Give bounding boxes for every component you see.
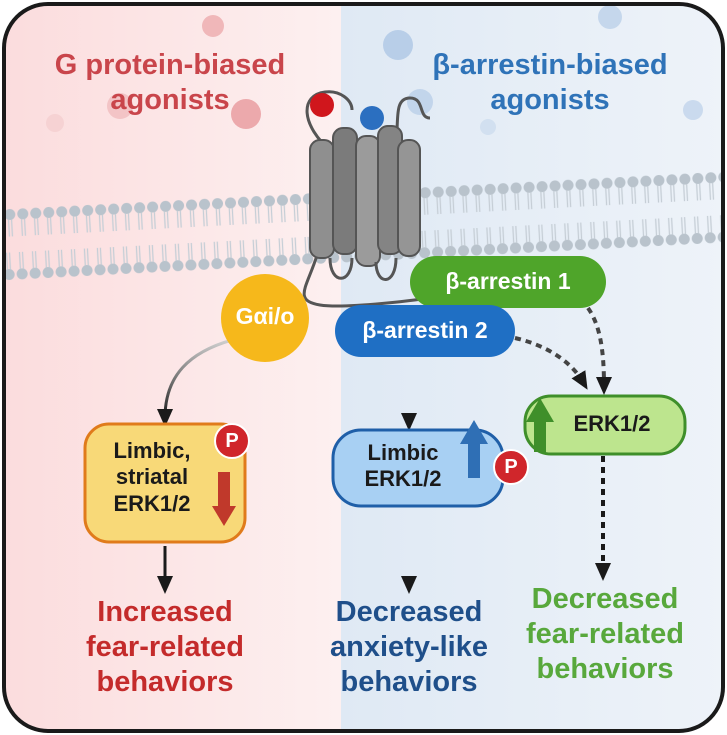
up-arrow-icon <box>460 420 488 478</box>
phospho-badge-striatal <box>214 423 250 459</box>
agonist-molecule <box>231 99 261 129</box>
barr1-node <box>410 256 606 308</box>
outcome-line: fear-related <box>86 630 244 663</box>
pathway-arrows <box>157 306 612 594</box>
g-protein-agonist-molecule <box>310 93 334 117</box>
title-line: agonists <box>490 83 610 116</box>
galpha-node <box>221 274 309 362</box>
phospho-label: P <box>504 456 518 478</box>
barr1-label: β-arrestin 1 <box>445 268 571 294</box>
title-line: G protein-biased <box>54 49 286 81</box>
outcome-line: behaviors <box>96 665 234 698</box>
agonist-molecule <box>683 100 703 120</box>
beta-arrestin-side-background <box>341 4 723 731</box>
gpcr-receptor <box>302 90 441 308</box>
outcome-line: Decreased <box>531 583 679 615</box>
barr1-to-erk-dashed-arrow <box>586 306 612 395</box>
agonist-molecule <box>480 119 496 135</box>
outcome-decreased-fear: Decreased fear-related behaviors <box>505 582 705 686</box>
outcome-line: Decreased <box>335 596 483 628</box>
erk-limbic-label: Limbic ERK1/2 <box>343 440 463 493</box>
beta-arrestin-agonists-title: β-arrestin-biased agonists <box>400 48 700 118</box>
barr2-label: β-arrestin 2 <box>362 317 488 343</box>
outcome-decreased-anxiety: Decreased anxiety-like behaviors <box>318 595 500 699</box>
up-arrow-icon <box>526 398 554 452</box>
agonist-molecule <box>107 93 133 119</box>
phospho-label: P <box>225 430 239 452</box>
erk-right-box <box>523 394 687 456</box>
outcome-line: anxiety-like <box>330 630 488 663</box>
box-line: Limbic <box>367 440 439 465</box>
agonist-molecule <box>202 15 224 37</box>
title-line: agonists <box>110 83 230 116</box>
g-protein-agonists-title: G protein-biased agonists <box>20 48 320 118</box>
phospho-badge-limbic <box>493 449 529 485</box>
box-line: ERK1/2 <box>113 490 191 516</box>
agonist-molecule <box>598 5 622 29</box>
erk-striatal-box <box>83 422 247 544</box>
erk-right-label: ERK1/2 <box>573 411 651 436</box>
galpha-label: Gαi/o <box>235 303 295 329</box>
outcome-line: behaviors <box>340 665 478 698</box>
outcome-increased-fear: Increased fear-related behaviors <box>60 595 270 699</box>
box-line: ERK1/2 <box>364 466 442 492</box>
outcome-line: Increased <box>97 596 233 628</box>
agonist-molecule <box>383 30 413 60</box>
box-line: striatal <box>115 464 189 490</box>
agonist-molecule <box>46 114 64 132</box>
barr2-node <box>335 305 515 357</box>
beta-arrestin-agonist-molecule <box>360 106 384 130</box>
outcome-line: behaviors <box>536 652 674 685</box>
galpha-to-erk-arrow <box>157 338 233 427</box>
title-line: β-arrestin-biased <box>432 49 668 81</box>
box-line: Limbic, <box>113 438 191 463</box>
erk-striatal-label: Limbic, striatal ERK1/2 <box>92 438 212 517</box>
outcome-line: fear-related <box>526 617 684 650</box>
down-arrow-icon <box>212 472 236 526</box>
